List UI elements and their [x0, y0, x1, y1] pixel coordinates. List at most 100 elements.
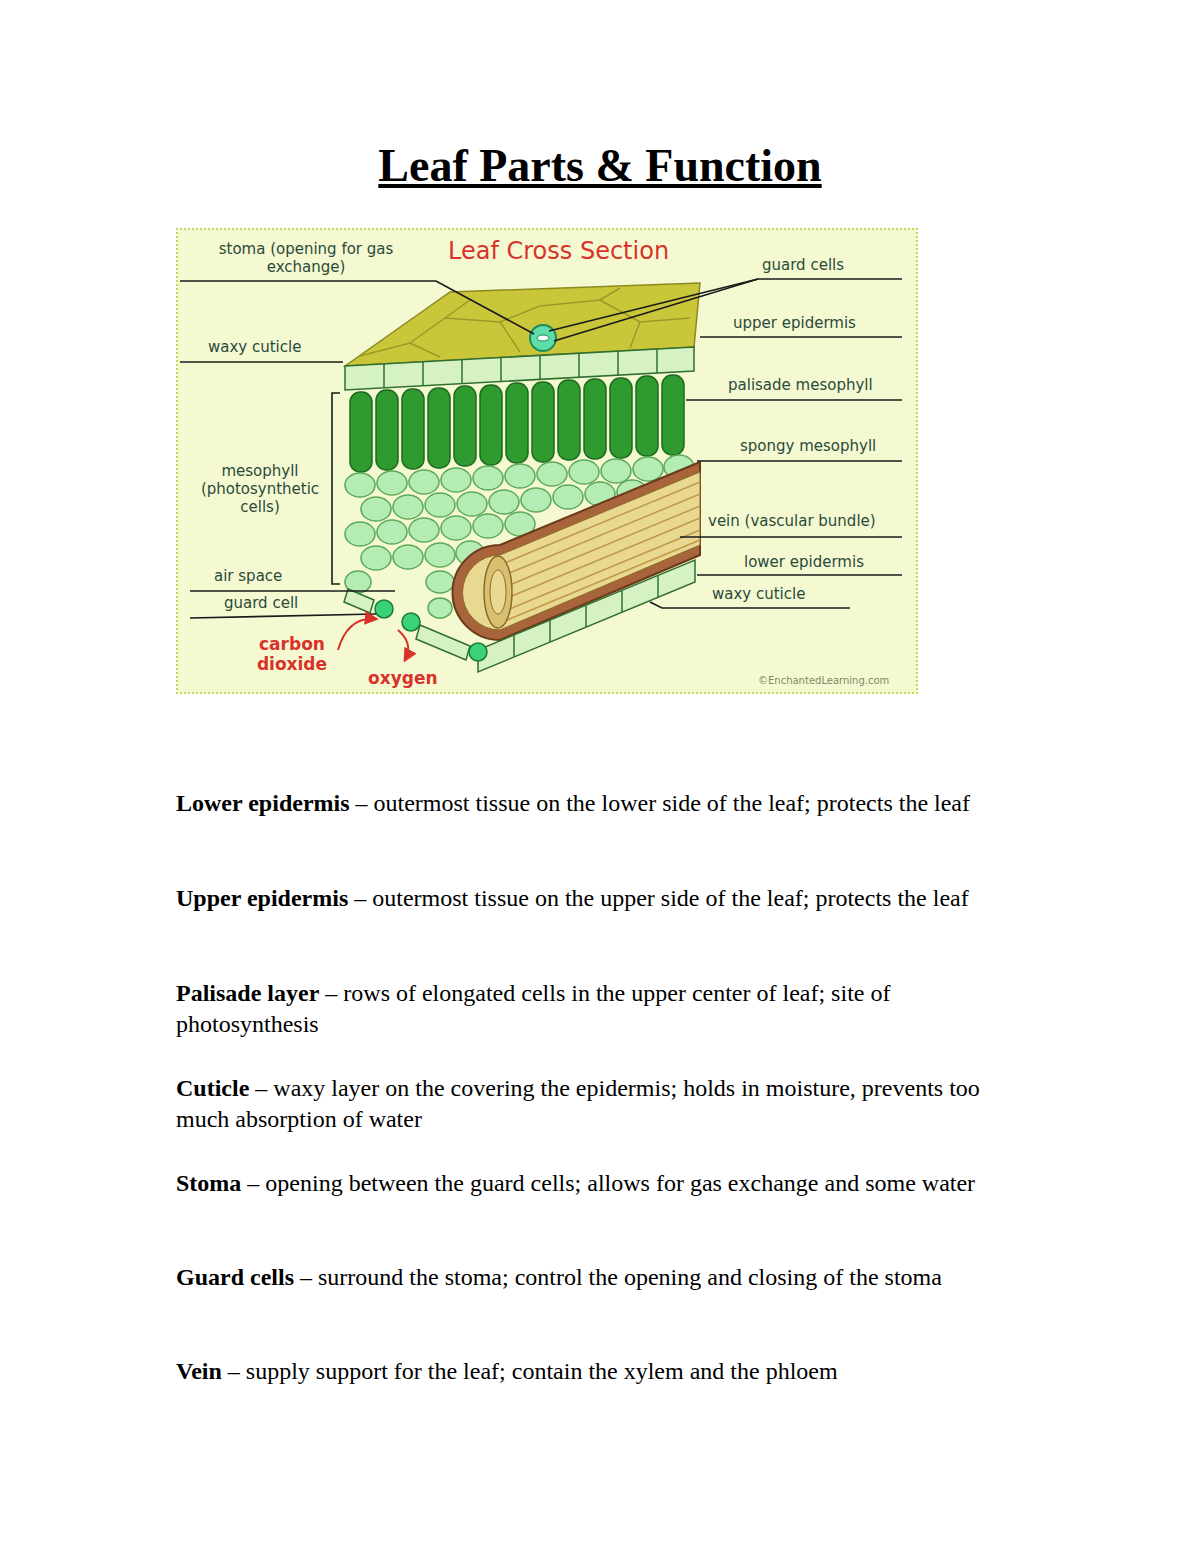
spongy-cells [345, 522, 375, 546]
leader-lines [190, 590, 395, 592]
spongy-cells [441, 516, 471, 540]
guard-cell-circles [402, 613, 420, 631]
definition-paragraph: Palisade layer– rows of elongated cells … [176, 978, 1026, 1040]
palisade-cells [532, 382, 554, 462]
upper-epidermis-cells [422, 362, 424, 386]
spongy-cells [361, 546, 391, 570]
stoma-top [530, 325, 556, 351]
spongy-cells [489, 490, 519, 514]
term-name: Vein [176, 1358, 222, 1384]
spongy-cells [393, 545, 423, 569]
vein-bundle [484, 556, 512, 628]
part-label: waxy cuticle [208, 338, 301, 356]
definition-paragraph: Vein– supply support for the leaf; conta… [176, 1356, 1026, 1387]
stoma-top [530, 325, 556, 351]
lower-epidermis-cells [344, 589, 374, 613]
top-surface [630, 322, 640, 348]
leader-lines [332, 393, 340, 584]
palisade-cells [506, 383, 528, 463]
top-surface [360, 288, 690, 357]
leader-lines [190, 614, 376, 618]
spongy-cells [361, 497, 391, 521]
vein-bundle [463, 472, 700, 630]
term-definition: – waxy layer on the covering the epiderm… [176, 1075, 980, 1132]
spongy-cells [428, 598, 452, 618]
leader-lines [700, 336, 902, 338]
upper-epidermis-cells [461, 360, 463, 384]
guard-cell-circles [469, 643, 487, 661]
leader-lines [697, 574, 902, 576]
term-definition: – outermost tissue on the lower side of … [356, 790, 970, 816]
term-name: Guard cells [176, 1264, 294, 1290]
top-surface [500, 322, 520, 352]
top-surface [445, 300, 470, 318]
leader-lines [680, 536, 902, 538]
spongy-cells [409, 518, 439, 542]
stoma-top [537, 335, 549, 341]
spongy-cells [505, 464, 535, 488]
top-surface [540, 300, 690, 322]
copyright-note: ©EnchantedLearning.com [758, 675, 889, 687]
part-label: waxy cuticle [712, 585, 805, 603]
palisade-cells [636, 376, 658, 456]
page-title: Leaf Parts & Function [0, 138, 1200, 194]
spongy-cells [569, 460, 599, 484]
lower-epidermis-cells [513, 635, 515, 657]
leader-lines [180, 281, 534, 334]
spongy-cells [393, 495, 423, 519]
term-definition: – supply support for the leaf; contain t… [228, 1358, 838, 1384]
leader-lines [758, 278, 902, 280]
lower-epidermis-cells [478, 560, 695, 672]
lower-epidermis-cells [549, 620, 551, 642]
spongy-cells [553, 485, 583, 509]
part-label: upper epidermis [733, 314, 856, 332]
definition-paragraph: Cuticle– waxy layer on the covering the … [176, 1073, 1026, 1135]
gas-label: oxygen [368, 668, 438, 688]
term-definition: – opening between the guard cells; allow… [247, 1170, 975, 1196]
palisade-cells [610, 378, 632, 458]
part-label: mesophyll (photosynthetic cells) [196, 462, 324, 516]
part-label: stoma (opening for gas exchange) [181, 240, 431, 276]
vein-bundle [500, 494, 700, 577]
palisade-cells [558, 380, 580, 460]
upper-epidermis-cells [539, 355, 541, 379]
top-surface [600, 288, 620, 300]
gas-arrows [338, 619, 376, 650]
upper-epidermis-cells [656, 349, 658, 373]
part-label: lower epidermis [744, 553, 864, 571]
frame-heading: Leaf Cross Section [448, 236, 669, 266]
spongy-cells [426, 571, 454, 593]
palisade-cells [350, 375, 684, 472]
leader-lines [549, 279, 758, 331]
upper-epidermis-cells [578, 353, 580, 377]
term-definition: – outermost tissue on the upper side of … [354, 885, 968, 911]
part-label: guard cell [224, 594, 298, 612]
spongy-cells [633, 457, 663, 481]
spongy-cells [377, 520, 407, 544]
gas-arrows [338, 619, 408, 660]
gas-arrows [398, 630, 408, 660]
lower-epidermis-cells [344, 560, 695, 672]
part-label: guard cells [762, 256, 844, 274]
spongy-cells [473, 466, 503, 490]
palisade-cells [428, 388, 450, 468]
guard-cell-circles [375, 600, 393, 618]
spongy-cells [409, 470, 439, 494]
spongy-cells [345, 473, 375, 497]
spongy-cells [425, 543, 455, 567]
palisade-cells [402, 389, 424, 469]
spongy-cells [473, 514, 503, 538]
gas-label: carbon dioxide [250, 634, 334, 674]
palisade-cells [350, 392, 372, 472]
term-name: Lower epidermis [176, 790, 350, 816]
definition-paragraph: Stoma– opening between the guard cells; … [176, 1168, 1026, 1199]
spongy-cells [601, 459, 631, 483]
term-definition: – surround the stoma; control the openin… [300, 1264, 942, 1290]
lower-epidermis-cells [657, 575, 659, 597]
palisade-cells [454, 386, 476, 466]
leader-lines [686, 399, 902, 401]
part-label: spongy mesophyll [740, 437, 876, 455]
frame-ground [177, 229, 917, 693]
upper-epidermis-cells [383, 364, 385, 388]
